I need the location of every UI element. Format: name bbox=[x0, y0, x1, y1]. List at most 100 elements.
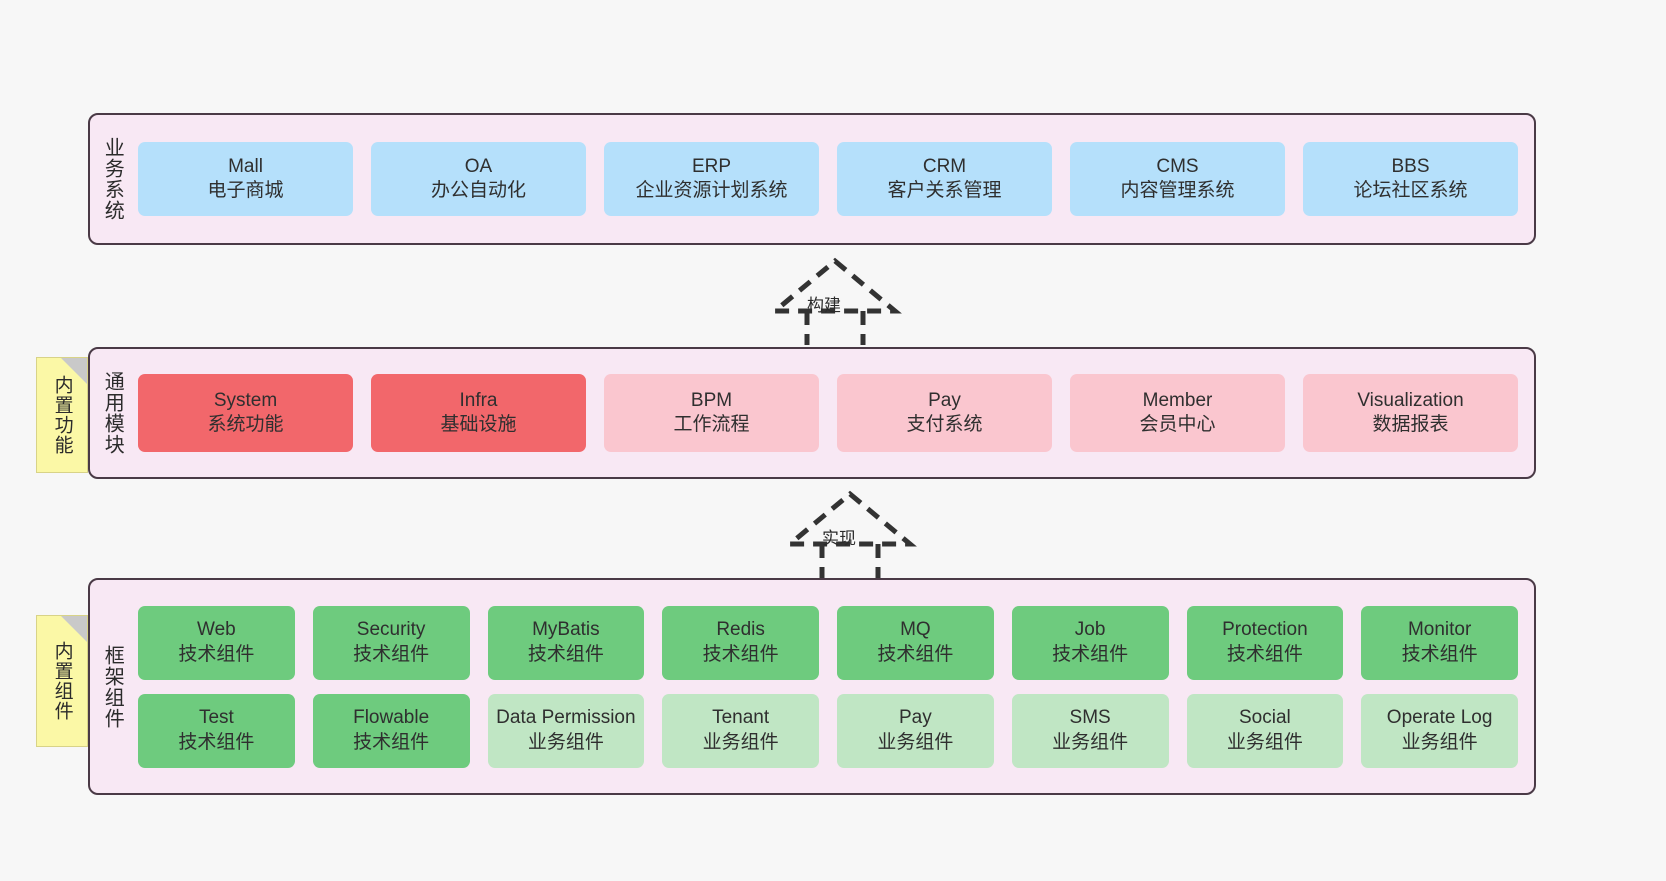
layer-framework-components: 框架组件 Web 技术组件 Security 技术组件 MyBatis 技术组件… bbox=[88, 578, 1536, 795]
node-protection[interactable]: Protection 技术组件 bbox=[1186, 605, 1344, 680]
node-system-title: System bbox=[213, 389, 278, 411]
sticky-note-builtin-features: 内置功能 bbox=[36, 357, 88, 473]
node-pay-module-subtitle: 支付系统 bbox=[906, 414, 983, 435]
node-web[interactable]: Web 技术组件 bbox=[138, 605, 295, 680]
layer-business-systems-body: Mall 电子商城 OA 办公自动化 ERP 企业资源计划系统 CRM 客户关系… bbox=[134, 115, 1534, 243]
arrow-implement-svg bbox=[783, 490, 917, 578]
node-system[interactable]: System 系统功能 bbox=[138, 374, 353, 452]
node-flowable[interactable]: Flowable 技术组件 bbox=[312, 693, 470, 768]
node-visualization[interactable]: Visualization 数据报表 bbox=[1303, 374, 1518, 452]
node-erp-title: ERP bbox=[691, 155, 732, 177]
node-operate-log-title: Operate Log bbox=[1386, 707, 1493, 729]
node-mq-subtitle: 技术组件 bbox=[877, 643, 954, 665]
node-test-title: Test bbox=[198, 707, 234, 729]
arrow-build-label: 构建 bbox=[807, 296, 841, 315]
sticky-note-builtin-features-label: 内置功能 bbox=[51, 375, 73, 455]
node-infra[interactable]: Infra 基础设施 bbox=[371, 374, 586, 452]
arrow-implement-label: 实现 bbox=[822, 529, 856, 548]
node-mybatis-subtitle: 技术组件 bbox=[527, 643, 604, 665]
node-security[interactable]: Security 技术组件 bbox=[312, 605, 470, 680]
node-tenant[interactable]: Tenant 业务组件 bbox=[662, 693, 819, 768]
node-operate-log-subtitle: 业务组件 bbox=[1401, 731, 1478, 753]
node-crm-title: CRM bbox=[922, 155, 967, 177]
node-mybatis[interactable]: MyBatis 技术组件 bbox=[487, 605, 645, 680]
node-sms[interactable]: SMS 业务组件 bbox=[1011, 693, 1169, 768]
node-social-title: Social bbox=[1239, 707, 1291, 729]
node-tenant-title: Tenant bbox=[712, 707, 770, 729]
node-web-title: Web bbox=[197, 619, 236, 641]
node-redis[interactable]: Redis 技术组件 bbox=[662, 605, 819, 680]
node-flowable-title: Flowable bbox=[353, 707, 430, 729]
node-bbs[interactable]: BBS 论坛社区系统 bbox=[1303, 142, 1518, 216]
node-oa[interactable]: OA 办公自动化 bbox=[371, 142, 586, 216]
node-social[interactable]: Social 业务组件 bbox=[1186, 693, 1344, 768]
node-bbs-title: BBS bbox=[1391, 155, 1430, 177]
node-social-subtitle: 业务组件 bbox=[1226, 731, 1303, 753]
layer-common-modules-body: System 系统功能 Infra 基础设施 BPM 工作流程 Pay 支付系统… bbox=[134, 349, 1534, 477]
arrow-build: 构建 bbox=[755, 255, 915, 345]
node-job[interactable]: Job 技术组件 bbox=[1011, 605, 1169, 680]
node-mall-title: Mall bbox=[228, 155, 263, 177]
node-mall-subtitle: 电子商城 bbox=[207, 180, 284, 201]
node-tenant-subtitle: 业务组件 bbox=[702, 731, 779, 753]
node-erp-subtitle: 企业资源计划系统 bbox=[635, 180, 788, 201]
node-mq-title: MQ bbox=[900, 619, 931, 641]
node-bpm[interactable]: BPM 工作流程 bbox=[604, 374, 819, 452]
node-infra-subtitle: 基础设施 bbox=[440, 414, 517, 435]
node-visualization-subtitle: 数据报表 bbox=[1372, 414, 1449, 435]
arrow-implement: 实现 bbox=[770, 488, 930, 578]
sticky-fold-corner-icon bbox=[61, 616, 87, 642]
node-member-title: Member bbox=[1142, 389, 1213, 411]
node-flowable-subtitle: 技术组件 bbox=[353, 731, 430, 753]
node-job-title: Job bbox=[1074, 619, 1106, 641]
framework-node-row-business: Test 技术组件 Flowable 技术组件 Data Permission … bbox=[138, 693, 1518, 768]
node-test[interactable]: Test 技术组件 bbox=[138, 693, 295, 768]
node-monitor[interactable]: Monitor 技术组件 bbox=[1361, 605, 1518, 680]
node-data-permission-title: Data Permission bbox=[496, 707, 636, 729]
layer-common-modules: 通用模块 System 系统功能 Infra 基础设施 BPM 工作流程 Pay bbox=[88, 347, 1536, 479]
node-erp[interactable]: ERP 企业资源计划系统 bbox=[604, 142, 819, 216]
node-redis-title: Redis bbox=[716, 619, 765, 641]
node-data-permission[interactable]: Data Permission 业务组件 bbox=[487, 693, 645, 768]
node-crm[interactable]: CRM 客户关系管理 bbox=[837, 142, 1052, 216]
node-operate-log[interactable]: Operate Log 业务组件 bbox=[1361, 693, 1518, 768]
node-bpm-subtitle: 工作流程 bbox=[673, 414, 750, 435]
node-pay-component[interactable]: Pay 业务组件 bbox=[837, 693, 994, 768]
layer-business-systems: 业务系统 Mall 电子商城 OA 办公自动化 ERP 企业资源计划系统 CRM bbox=[88, 113, 1536, 245]
node-web-subtitle: 技术组件 bbox=[178, 643, 255, 665]
node-cms-title: CMS bbox=[1156, 155, 1199, 177]
node-crm-subtitle: 客户关系管理 bbox=[887, 180, 1002, 201]
sticky-fold-corner-icon bbox=[61, 358, 87, 384]
node-security-title: Security bbox=[356, 619, 426, 641]
node-data-permission-subtitle: 业务组件 bbox=[527, 731, 604, 753]
node-sms-subtitle: 业务组件 bbox=[1052, 731, 1129, 753]
node-monitor-subtitle: 技术组件 bbox=[1401, 643, 1478, 665]
node-redis-subtitle: 技术组件 bbox=[702, 643, 779, 665]
node-cms[interactable]: CMS 内容管理系统 bbox=[1070, 142, 1285, 216]
node-protection-subtitle: 技术组件 bbox=[1226, 643, 1303, 665]
node-pay-module-title: Pay bbox=[928, 389, 961, 411]
node-pay-module[interactable]: Pay 支付系统 bbox=[837, 374, 1052, 452]
node-system-subtitle: 系统功能 bbox=[207, 414, 284, 435]
node-mall[interactable]: Mall 电子商城 bbox=[138, 142, 353, 216]
layer-framework-components-title: 框架组件 bbox=[101, 644, 124, 729]
node-mq[interactable]: MQ 技术组件 bbox=[837, 605, 994, 680]
arrow-build-svg bbox=[768, 257, 902, 345]
sticky-note-builtin-components-label: 内置组件 bbox=[51, 641, 73, 721]
node-monitor-title: Monitor bbox=[1407, 619, 1472, 641]
node-test-subtitle: 技术组件 bbox=[178, 731, 255, 753]
layer-framework-components-body: Web 技术组件 Security 技术组件 MyBatis 技术组件 Redi… bbox=[134, 580, 1534, 793]
node-pay-component-subtitle: 业务组件 bbox=[877, 731, 954, 753]
node-visualization-title: Visualization bbox=[1357, 389, 1464, 411]
node-pay-component-title: Pay bbox=[899, 707, 932, 729]
node-member[interactable]: Member 会员中心 bbox=[1070, 374, 1285, 452]
node-job-subtitle: 技术组件 bbox=[1052, 643, 1129, 665]
node-infra-title: Infra bbox=[459, 389, 498, 411]
node-bpm-title: BPM bbox=[690, 389, 733, 411]
node-sms-title: SMS bbox=[1069, 707, 1111, 729]
node-member-subtitle: 会员中心 bbox=[1139, 414, 1216, 435]
node-bbs-subtitle: 论坛社区系统 bbox=[1353, 180, 1468, 201]
business-node-row: Mall 电子商城 OA 办公自动化 ERP 企业资源计划系统 CRM 客户关系… bbox=[138, 142, 1518, 216]
layer-common-modules-title: 通用模块 bbox=[101, 371, 124, 455]
